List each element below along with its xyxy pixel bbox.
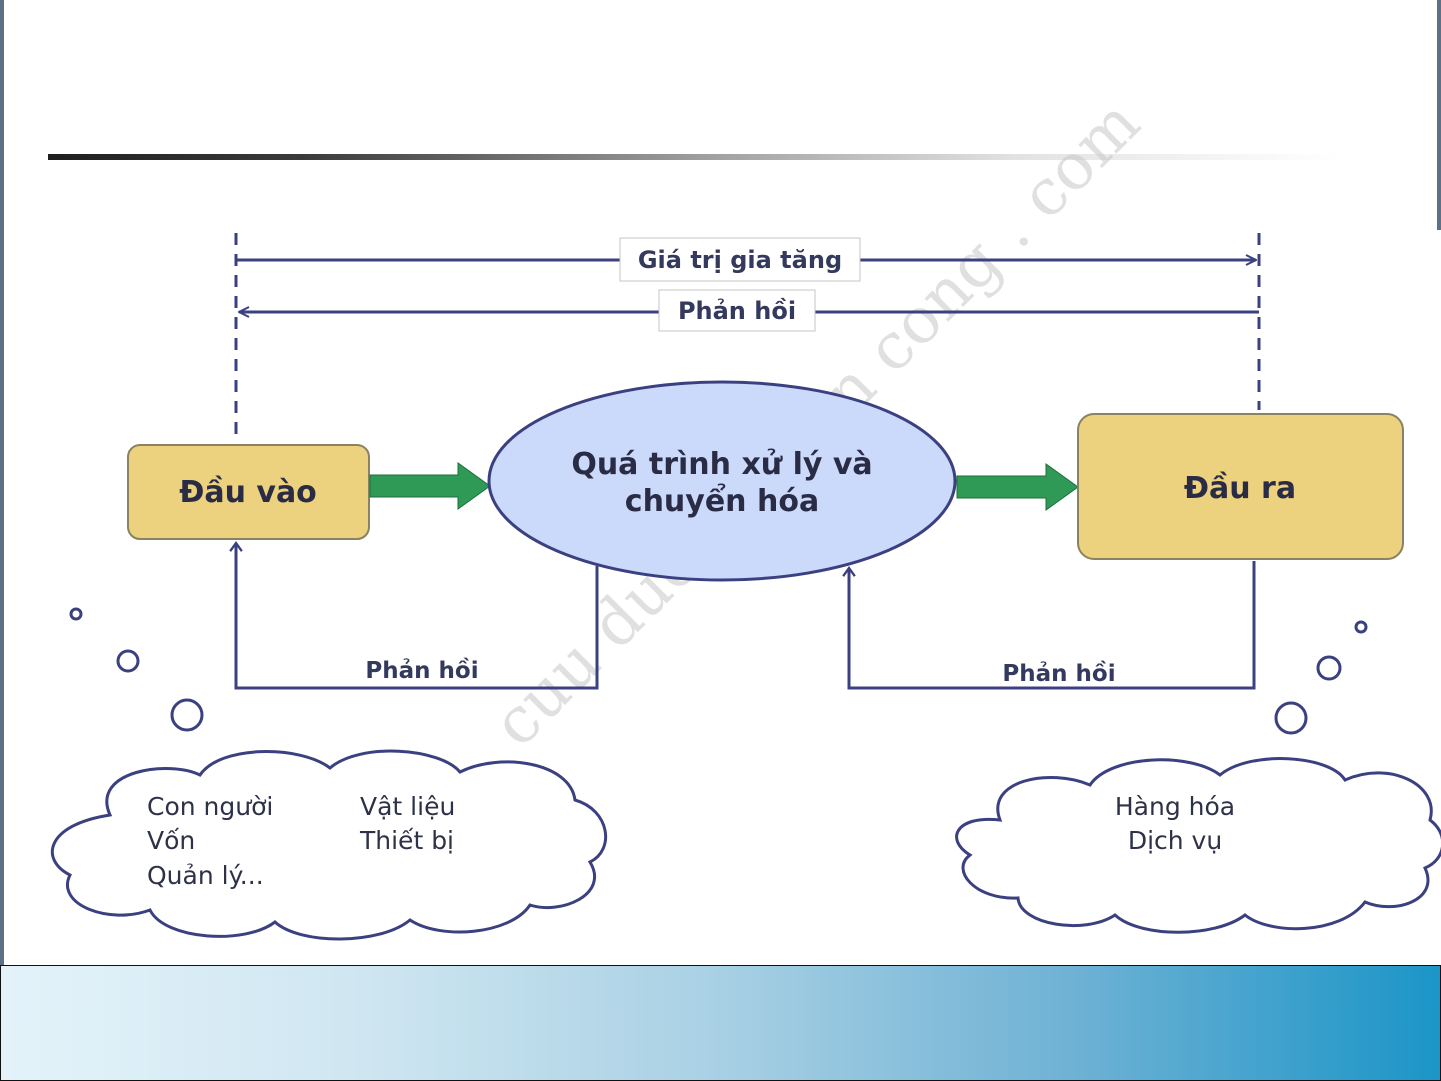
input-item-people: Con người — [147, 792, 273, 821]
value-added-label: Giá trị gia tăng — [638, 246, 842, 274]
right-feedback-label: Phản hồi — [1002, 660, 1115, 687]
left-thought-bubble-large — [172, 700, 202, 730]
output-label: Đầu ra — [1184, 471, 1296, 506]
process-label-line1: Quá trình xử lý và — [571, 447, 872, 482]
input-item-materials: Vật liệu — [360, 792, 455, 821]
left-feedback-label: Phản hồi — [365, 657, 478, 684]
top-feedback-label: Phản hồi — [678, 297, 796, 325]
input-to-process-arrow — [370, 463, 490, 509]
input-label: Đầu vào — [179, 475, 317, 510]
input-item-management: Quản lý... — [147, 861, 264, 890]
left-thought-bubble-small — [71, 609, 81, 619]
right-thought-bubble-large — [1276, 703, 1306, 733]
right-thought-bubble-small — [1356, 622, 1366, 632]
output-item-services: Dịch vụ — [1128, 826, 1222, 855]
input-item-capital: Vốn — [147, 826, 195, 855]
process-label-line2: chuyển hóa — [625, 483, 819, 519]
input-item-equipment: Thiết bị — [359, 826, 454, 855]
input-resources-cloud — [52, 751, 605, 939]
left-thought-bubble-medium — [118, 651, 138, 671]
output-item-goods: Hàng hóa — [1115, 792, 1235, 821]
right-thought-bubble-medium — [1318, 657, 1340, 679]
footer-band — [0, 965, 1441, 1081]
process-to-output-arrow — [957, 464, 1078, 510]
